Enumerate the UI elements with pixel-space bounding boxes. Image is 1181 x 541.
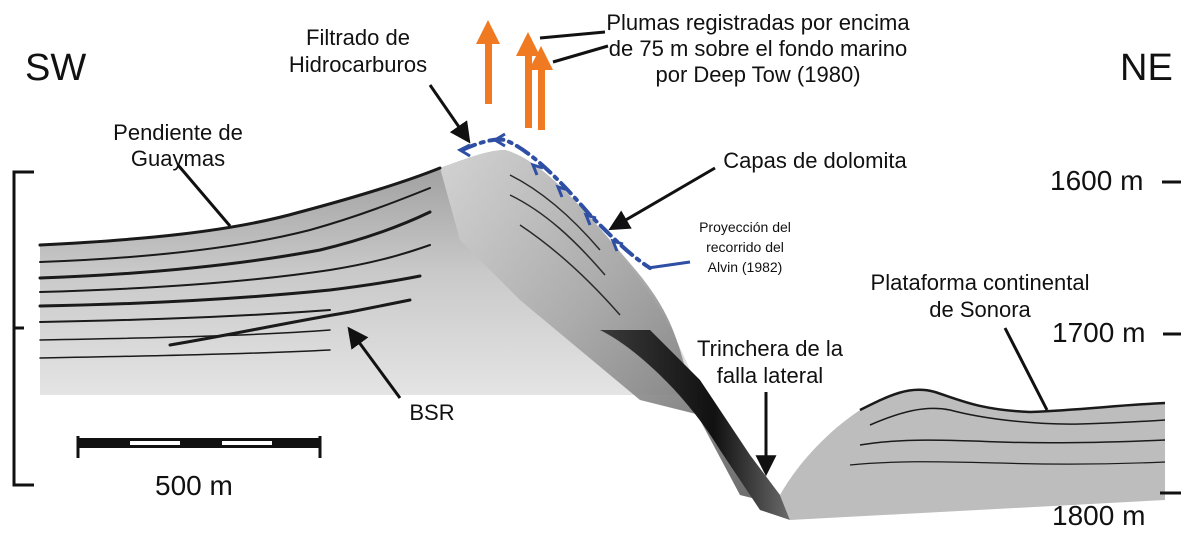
platform-pointer bbox=[1005, 328, 1047, 410]
depth-1700: 1700 m bbox=[1052, 317, 1145, 348]
trench-label: Trinchera de la falla lateral bbox=[697, 336, 844, 388]
seep-label: Filtrado de Hidrocarburos bbox=[289, 25, 427, 77]
platform-label-line2: de Sonora bbox=[929, 297, 1031, 322]
alvin-label: Proyección del recorrido del Alvin (1982… bbox=[699, 219, 791, 275]
alvin-label-line1: Proyección del bbox=[699, 219, 791, 235]
bsr-label: BSR bbox=[409, 400, 454, 425]
scale-bar: 500 m bbox=[78, 436, 320, 501]
plume-pointer-a bbox=[540, 32, 605, 38]
direction-ne: NE bbox=[1120, 47, 1173, 89]
platform-label: Plataforma continental de Sonora bbox=[871, 270, 1090, 322]
plumes-label-line3: por Deep Tow (1980) bbox=[655, 62, 860, 87]
depth-1600: 1600 m bbox=[1050, 165, 1143, 196]
plume-arrow-2 bbox=[516, 32, 540, 128]
plume-pointer-b bbox=[553, 46, 608, 62]
dolomite-label: Capas de dolomita bbox=[723, 148, 907, 173]
slope-label-line1: Pendiente de bbox=[113, 120, 243, 145]
seep-pointer bbox=[430, 85, 468, 140]
alvin-label-line2: recorrido del bbox=[706, 239, 784, 255]
slope-pointer bbox=[178, 165, 230, 226]
alvin-label-line3: Alvin (1982) bbox=[708, 259, 783, 275]
seep-label-line1: Filtrado de bbox=[306, 25, 410, 50]
direction-sw: SW bbox=[25, 47, 86, 89]
plume-arrow-1 bbox=[476, 20, 500, 104]
plumes-label: Plumas registradas por encima de 75 m so… bbox=[606, 10, 910, 87]
trench-label-line1: Trinchera de la bbox=[697, 336, 844, 361]
slope-label-line2: Guaymas bbox=[131, 146, 225, 171]
plume-arrow-3 bbox=[529, 46, 553, 130]
platform-label-line1: Plataforma continental bbox=[871, 270, 1090, 295]
seismic-profile bbox=[40, 150, 1165, 520]
plumes-label-line1: Plumas registradas por encima bbox=[606, 10, 910, 35]
plumes-label-line2: de 75 m sobre el fondo marino bbox=[609, 36, 907, 61]
trench-label-line2: falla lateral bbox=[717, 363, 823, 388]
seep-label-line2: Hidrocarburos bbox=[289, 52, 427, 77]
scale-bar-label: 500 m bbox=[155, 470, 233, 501]
depth-1800: 1800 m bbox=[1052, 500, 1145, 531]
slope-label: Pendiente de Guaymas bbox=[113, 120, 243, 171]
left-depth-bracket bbox=[14, 172, 34, 485]
